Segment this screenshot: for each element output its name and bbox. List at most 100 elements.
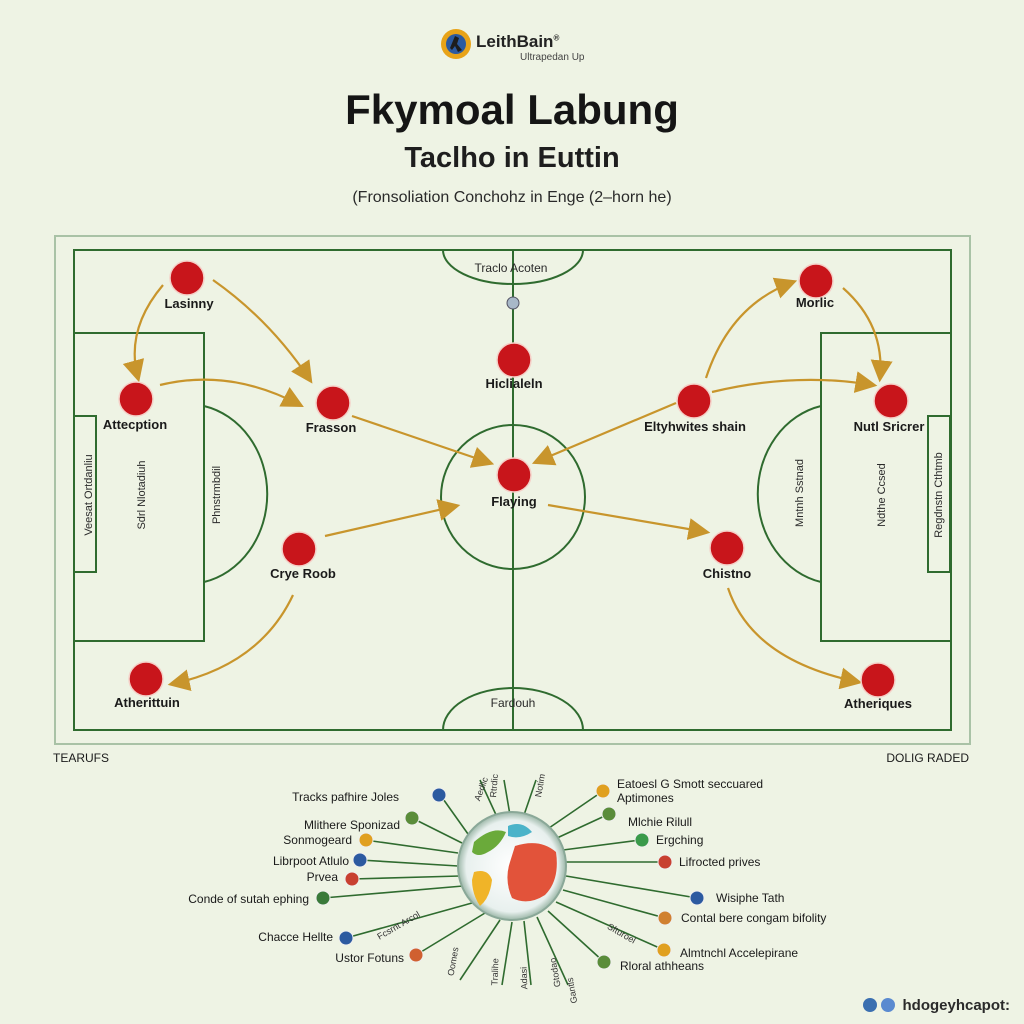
wheel-label: Ergching [656, 833, 703, 847]
movement-arrow [704, 277, 798, 379]
footer-badge-icon [863, 998, 878, 1012]
wheel-label: Ustor Fotuns [335, 951, 404, 965]
wheel-spoke [351, 875, 461, 880]
spoke-label: Gantls [565, 976, 579, 1004]
wheel-node-icon [315, 890, 331, 906]
player-label: Hiclialeln [485, 376, 542, 391]
wheel-spoke [556, 813, 610, 839]
player-marker [315, 385, 351, 421]
connection-wheel: Tracks pafhire Joles Mlithere Sponizad S… [188, 773, 826, 1004]
logo-mark-icon [441, 29, 471, 59]
wheel-node-icon [596, 954, 612, 970]
wheel-node-icon [634, 832, 650, 848]
footer-badge-icon [881, 998, 896, 1012]
spoke-label: Adasi [519, 967, 530, 990]
wheel-label: Lifrocted prives [679, 855, 760, 869]
right-goal-box [927, 415, 951, 573]
player-label: Lasinny [164, 296, 214, 311]
wheel-spoke [459, 919, 501, 981]
wheel-spoke [501, 921, 513, 986]
player-label: Eltyhwites shain [644, 419, 746, 434]
wheel-label: Chacce Hellte [258, 930, 333, 944]
wheel-spoke [359, 859, 459, 867]
player-marker [798, 263, 834, 299]
left-penalty-arc [203, 405, 269, 583]
player-label: Attecption [103, 417, 167, 432]
left-box-label: Sdrl Nlotadiuh [136, 460, 148, 529]
bottom-arc [442, 687, 584, 731]
globe-continent [507, 843, 557, 902]
wheel-label: Conde of sutah ephing [188, 892, 309, 906]
right-box-label: Mntnh Sstnad [794, 459, 806, 527]
wheel-label: Sonmogeard [283, 833, 352, 847]
wheel-label: Eatoesl G Smott seccuared [617, 777, 763, 791]
wheel-label: Wisiphe Tath [716, 891, 784, 905]
player-marker [860, 662, 896, 698]
page-caption: (Fronsoliation Conchohz in Enge (2–horn … [352, 189, 672, 206]
wheel-node-icon [408, 947, 424, 963]
footer-text: hdogeyhcapot: [902, 997, 1011, 1014]
movement-arrow [547, 503, 711, 540]
spoke-label: Oomes [446, 946, 461, 977]
wheel-spoke [364, 839, 459, 854]
movement-arrow [711, 371, 878, 394]
wheel-node-icon [657, 910, 673, 926]
top-arc [442, 249, 584, 285]
movement-arrow [167, 594, 294, 692]
wheel-node-icon [358, 832, 374, 848]
globe-continent [472, 871, 492, 906]
player-marker [128, 661, 164, 697]
movement-arrows [122, 277, 893, 692]
player-marker [118, 381, 154, 417]
wheel-spoke [479, 779, 498, 818]
spoke-label: Tralihe [490, 958, 501, 986]
wheel-spokes [322, 779, 698, 986]
right-box-label: Ndthe Ccsed [876, 463, 888, 527]
pitch-top-label: Traclo Acoten [475, 261, 548, 275]
wheel-spoke [415, 912, 486, 956]
player-marker [676, 383, 712, 419]
players: Lasinny Attecption Frasson Hiclialeln Fl… [103, 260, 924, 711]
movement-arrow [842, 287, 893, 383]
wheel-label: Librpoot Atlulo [273, 854, 349, 868]
wheel-label: Mlchie Rilull [628, 815, 692, 829]
wheel-spoke [322, 885, 464, 899]
wheel-label: Mlithere Sponizad [304, 818, 400, 832]
page-title: Fkymoal Labung [345, 86, 679, 133]
player-label: Crye Roob [270, 566, 336, 581]
wheel-label: Rloral athheans [620, 959, 704, 973]
wheel-label: Almtnchl Accelepirane [680, 946, 798, 960]
player-label: Morlic [796, 295, 834, 310]
movement-arrow [726, 587, 863, 690]
brand-logo: LeithBain® Ultrapedan Up [440, 24, 600, 68]
movement-arrow [122, 284, 164, 383]
player-marker [873, 383, 909, 419]
left-goal-box [73, 415, 97, 573]
spoke-label: Sfturoel [606, 921, 638, 945]
wheel-spoke [440, 795, 469, 835]
player-label: Atherittuin [114, 695, 180, 710]
player-label: Chistno [703, 566, 751, 581]
corner-label-left: TEARUFS [53, 751, 109, 765]
player-marker [281, 531, 317, 567]
player-label: Atheriques [844, 696, 912, 711]
wheel-spoke [411, 817, 463, 844]
spoke-label: Notim [533, 773, 547, 798]
wheel-spoke [562, 839, 641, 851]
center-spot-icon [506, 296, 520, 310]
pitch-outer-frame [54, 235, 971, 745]
wheel-spoke [555, 901, 665, 951]
globe-continent [508, 824, 532, 838]
left-box-label: Phnstrmbdil [211, 466, 223, 524]
globe-continent [472, 830, 506, 855]
center-circle [440, 424, 586, 570]
wheel-node-icon [344, 871, 360, 887]
right-box-label: Regdnstn Cthtmb [933, 452, 945, 538]
pitch-bottom-label: Fardouh [491, 696, 536, 710]
player-marker [496, 457, 532, 493]
corner-label-right: DOLIG RADED [886, 751, 969, 765]
brand-name: LeithBain [476, 32, 554, 51]
wheel-spoke [562, 889, 666, 919]
page-subtitle: Taclho in Euttin [404, 142, 620, 174]
